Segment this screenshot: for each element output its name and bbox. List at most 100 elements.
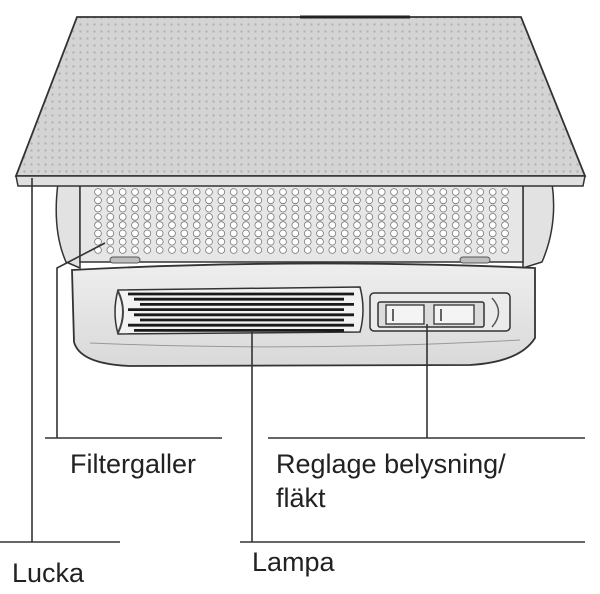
grille-hole xyxy=(439,188,448,196)
grille-hole xyxy=(266,188,275,196)
grille-hole xyxy=(377,229,386,238)
grille-hole xyxy=(143,188,152,196)
grille-hole xyxy=(254,188,263,196)
grille-hole xyxy=(464,246,472,254)
grille-hole xyxy=(155,246,164,254)
lamp-label: Lampa xyxy=(252,547,335,577)
grille-hole xyxy=(229,204,238,213)
grille-hole xyxy=(316,246,324,254)
grille-hole xyxy=(414,196,423,205)
grille-hole xyxy=(316,237,324,246)
grille-hole xyxy=(451,246,460,254)
grille-hole xyxy=(155,196,164,205)
grille-hole xyxy=(303,229,312,238)
grille-hole xyxy=(155,204,164,213)
grille-hole xyxy=(427,246,435,254)
grille-hole xyxy=(488,196,497,205)
grille-hole xyxy=(254,196,263,205)
grille-hole xyxy=(217,204,226,213)
left-side-panel xyxy=(55,182,81,270)
grille-hole xyxy=(377,246,386,254)
filter-grille-perforations xyxy=(94,188,509,254)
grille-hole xyxy=(303,188,312,196)
door-panel xyxy=(14,16,587,177)
grille-hole xyxy=(168,204,176,213)
grille-hole xyxy=(192,229,201,238)
grille-hole xyxy=(316,213,324,221)
grille-hole xyxy=(94,229,102,238)
grille-hole xyxy=(118,221,127,229)
grille-hole xyxy=(143,246,152,254)
grille-hole xyxy=(279,188,287,196)
grille-hole xyxy=(328,229,337,238)
grille-hole xyxy=(143,196,152,205)
grille-hole xyxy=(427,229,435,238)
grille-hole xyxy=(390,188,398,196)
grille-hole xyxy=(340,196,349,205)
grille-hole xyxy=(106,196,115,205)
grille-hole xyxy=(316,221,324,229)
grille-hole xyxy=(192,196,201,205)
grille-hole xyxy=(229,188,238,196)
grille-hole xyxy=(192,237,201,246)
grille-hole xyxy=(118,213,127,221)
grille-hole xyxy=(106,229,115,238)
grille-hole xyxy=(118,196,127,205)
grille-hole xyxy=(205,188,213,196)
grille-hole xyxy=(94,213,102,221)
grille-hole xyxy=(328,204,337,213)
grille-hole xyxy=(180,229,189,238)
grille-hole xyxy=(242,246,250,254)
grille-hole xyxy=(476,246,485,254)
grille-hole xyxy=(131,213,139,221)
grille-hole xyxy=(106,237,115,246)
grille-hole xyxy=(131,246,139,254)
grille-hole xyxy=(168,213,176,221)
grille-hole xyxy=(464,229,472,238)
grille-hole xyxy=(118,237,127,246)
grille-hole xyxy=(427,188,435,196)
grille-hole xyxy=(168,196,176,205)
grille-hole xyxy=(266,229,275,238)
grille-hole xyxy=(414,229,423,238)
grille-hole xyxy=(402,229,411,238)
grille-hole xyxy=(266,213,275,221)
grille-hole xyxy=(217,221,226,229)
lamp-slot xyxy=(114,286,364,335)
grille-hole xyxy=(168,221,176,229)
grille-hole xyxy=(279,213,287,221)
grille-hole xyxy=(205,213,213,221)
grille-hole xyxy=(217,213,226,221)
grille-hole xyxy=(427,221,435,229)
grille-hole xyxy=(229,237,238,246)
grille-hole xyxy=(303,221,312,229)
grille-hole xyxy=(328,196,337,205)
grille-hole xyxy=(365,237,374,246)
grille-hole xyxy=(242,221,250,229)
grille-hole xyxy=(439,237,448,246)
grille-hole xyxy=(217,188,226,196)
grille-hole xyxy=(476,221,485,229)
grille-hole xyxy=(328,188,337,196)
grille-hole xyxy=(365,196,374,205)
grille-hole xyxy=(501,221,509,229)
door-label: Lucka xyxy=(12,558,85,588)
grille-hole xyxy=(303,204,312,213)
grille-hole xyxy=(118,204,127,213)
grille-hole xyxy=(291,237,300,246)
grille-hole xyxy=(192,188,201,196)
grille-hole xyxy=(488,221,497,229)
grille-hole xyxy=(180,204,189,213)
grille-hole xyxy=(279,229,287,238)
grille-hole xyxy=(464,188,472,196)
grille-hole xyxy=(266,246,275,254)
fan-switch[interactable] xyxy=(433,304,475,325)
grille-hole xyxy=(229,213,238,221)
grille-hole xyxy=(414,188,423,196)
grille-hole xyxy=(464,196,472,205)
grille-hole xyxy=(451,237,460,246)
grille-hole xyxy=(353,204,361,213)
light-switch[interactable] xyxy=(385,304,425,325)
grille-hole xyxy=(254,229,263,238)
grille-hole xyxy=(316,196,324,205)
